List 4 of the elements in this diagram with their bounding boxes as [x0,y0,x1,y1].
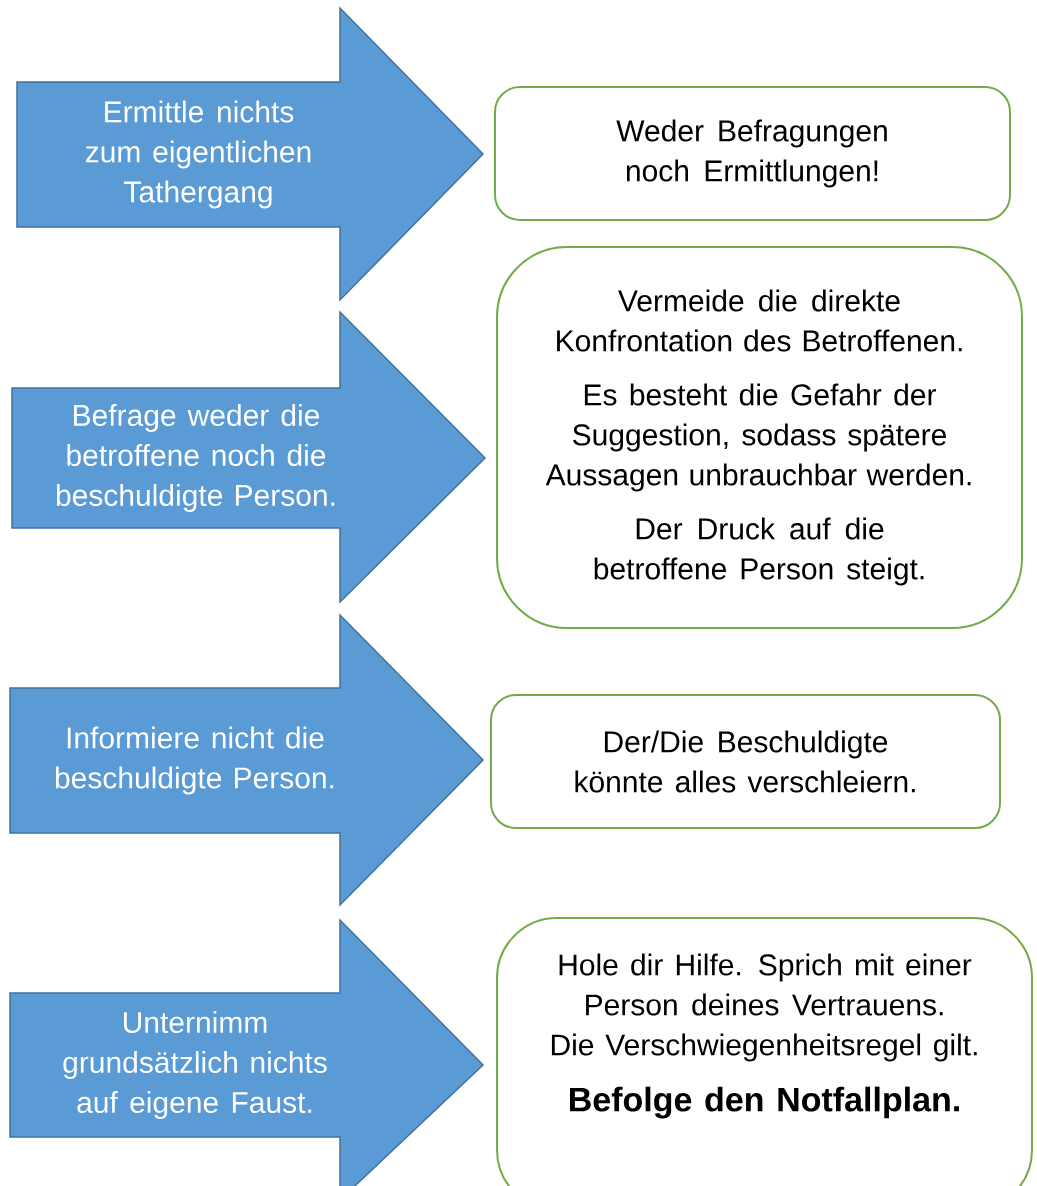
rounded-box: Der/Die Beschuldigte könnte alles verschleiern. [490,694,1001,829]
rounded-box: Hole dir Hilfe. Sprich mit einer Person deines Vertrauens. Die Verschwiegenheitsregel gilt. Befolge den Notfallplan. [496,917,1033,1186]
rounded-box: Weder Befragungen noch Ermittlungen! [494,86,1011,221]
rounded-box: Vermeide die direkte Konfrontation des Betroffenen. Es besteht die Gefahr der Suggestion, sodass spätere Aussagen unbrauchbar werden. Der Druck auf die betroffene Person steigt. [496,246,1023,629]
